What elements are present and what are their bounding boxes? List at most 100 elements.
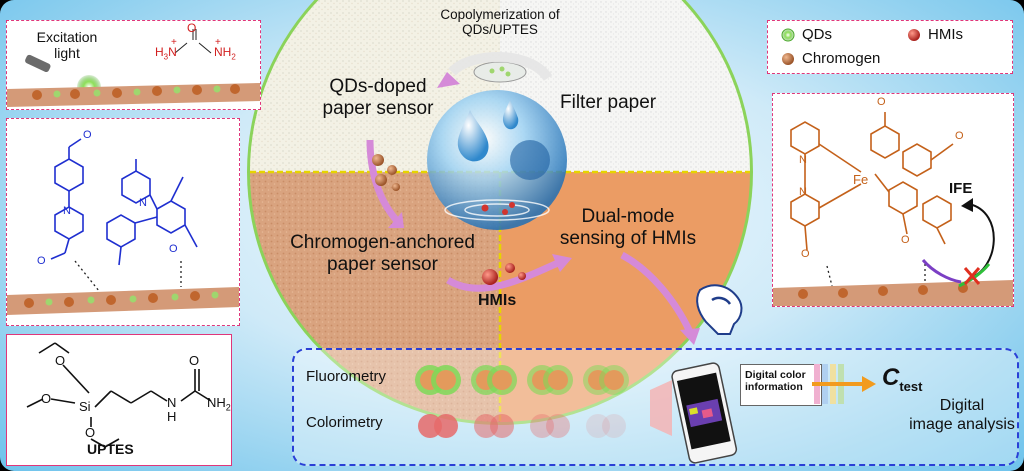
excitation-line2: light: [54, 45, 80, 61]
uptes-h: H: [167, 409, 177, 424]
legend-chromogen-icon: [782, 53, 794, 65]
ripple-hmi-3: [509, 202, 515, 208]
legend-box: QDs HMIs Chromogen: [767, 20, 1013, 74]
emission-green-arrow: [958, 263, 991, 288]
colorimetry-label: Colorimetry: [306, 414, 383, 431]
uptes-label: UPTES: [87, 441, 134, 457]
water-drop-large: [457, 110, 489, 162]
excitation-panel: Excitation light O H3N NH2 + +: [6, 20, 261, 110]
fluorescence-spot-1: [415, 365, 461, 395]
filter-paper-label: Filter paper: [560, 92, 657, 113]
uptes-si: Si: [79, 399, 91, 414]
fe-o-1: O: [877, 96, 886, 108]
legend-chromogen-label: Chromogen: [802, 50, 881, 67]
c-test-label: Ctest: [882, 364, 923, 394]
copolymerization-line2: QDs/UPTES: [462, 22, 538, 37]
color-bars-graphics: [812, 364, 876, 404]
chromogen-particle-1: [372, 154, 384, 166]
fe-o-4: O: [901, 234, 910, 246]
urea-plus-1: +: [171, 37, 177, 48]
smartphone-graphics: [650, 362, 738, 464]
urea-nh2: NH2: [214, 45, 236, 62]
ife-label: IFE: [949, 180, 973, 197]
hmi-particle-3: [518, 272, 526, 280]
fe-n-2: N: [799, 186, 807, 198]
digital-color-box: Digital color information: [740, 364, 822, 406]
camera-beam: [650, 380, 672, 436]
face-profile-icon: [696, 284, 743, 335]
fluorometry-label: Fluorometry: [306, 368, 387, 385]
fe-label: Fe: [853, 172, 869, 187]
copolymerization-label: Copolymerization of QDs/UPTES: [420, 7, 580, 37]
excitation-purple-arrow: [921, 259, 962, 284]
arrow-dual-to-analysis: [620, 251, 694, 334]
urea-h3n: H3N: [155, 45, 177, 62]
eye-reflection: [510, 140, 550, 180]
digital-line1: Digital: [939, 397, 985, 414]
copolymerization-line1: Copolymerization of: [440, 7, 560, 22]
paper-strip-right: [773, 280, 1013, 306]
fluorescence-spot-3: [527, 365, 573, 395]
ripple-ring-outer: [444, 199, 550, 221]
excitation-label: Excitation light: [35, 29, 99, 61]
left-n-2: N: [139, 197, 147, 209]
arrow-chromogen-to-dual: [446, 258, 562, 292]
fe-ring-4: [902, 143, 932, 177]
digital-color-line2: information: [745, 381, 803, 393]
excitation-line1: Excitation: [36, 29, 98, 45]
chromogen-line2: paper sensor: [327, 254, 438, 275]
ripple-ring-inner: [464, 203, 530, 217]
arrow-filter-to-qds: [448, 52, 553, 82]
paper-strip-left: [7, 287, 239, 315]
qds-doped-label: QDs-doped paper sensor: [308, 76, 448, 120]
uptes-panel: O O Si O N H O NH2 UPTES: [6, 334, 232, 466]
water-sphere: [427, 90, 567, 230]
left-o-3: O: [169, 243, 178, 255]
chromogen-particle-4: [392, 183, 400, 191]
chromogen-label: Chromogen-anchored paper sensor: [270, 232, 495, 276]
legend-hmi-icon: [908, 29, 920, 41]
qds-doped-line1: QDs-doped: [329, 76, 427, 97]
uptes-o-3: O: [85, 425, 96, 440]
digital-image-analysis-label: Digital image analysis: [908, 396, 1016, 434]
fe-complex-panel: Fe IFE N N O O O O: [772, 93, 1014, 307]
fe-ring-5: [888, 181, 918, 215]
hmis-label: HMIs: [478, 292, 517, 309]
arrow-qds-to-chromogen: [366, 139, 401, 225]
uptes-o-2: O: [41, 391, 52, 406]
fe-o-2: O: [955, 130, 964, 142]
uptes-nh2: NH2: [207, 395, 231, 413]
ripple-hmi-1: [481, 204, 489, 212]
left-o-2: O: [37, 255, 46, 267]
uptes-nh: N: [167, 395, 177, 410]
chromogen-particle-2: [387, 165, 397, 175]
chromogen-particle-3: [375, 174, 387, 186]
dual-mode-line1: Dual-mode: [581, 206, 675, 227]
blocked-cross-icon: [963, 267, 981, 285]
dual-mode-line2: sensing of HMIs: [559, 228, 697, 249]
qds-doped-line2: paper sensor: [322, 98, 434, 119]
fe-o-3: O: [801, 248, 810, 260]
ripple-hmi-2: [502, 209, 508, 215]
water-drop-small: [502, 100, 519, 130]
flashlight-icon: [25, 54, 51, 73]
legend-qds-label: QDs: [802, 26, 832, 43]
urea-oxygen: O: [187, 21, 197, 35]
chromogen-line1: Chromogen-anchored: [290, 232, 475, 253]
hmi-particle-1: [482, 269, 498, 285]
colorimetric-spot-4: [586, 414, 626, 438]
fluorescence-spot-2: [471, 365, 517, 395]
fe-ring-6: [922, 195, 952, 229]
digital-color-label: Digital color information: [745, 369, 806, 393]
left-o-1: O: [83, 129, 92, 141]
dual-mode-label: Dual-mode sensing of HMIs: [548, 206, 708, 250]
digital-color-line1: Digital color: [745, 369, 806, 381]
hmi-particle-2: [505, 263, 515, 273]
fluorescence-spot-4: [583, 365, 629, 395]
colorimetric-spot-1: [418, 414, 458, 438]
colorimetric-spot-2: [474, 414, 514, 438]
legend-qd-icon: [781, 28, 795, 42]
digital-line2: image analysis: [909, 416, 1015, 433]
legend-hmis-label: HMIs: [928, 26, 963, 43]
